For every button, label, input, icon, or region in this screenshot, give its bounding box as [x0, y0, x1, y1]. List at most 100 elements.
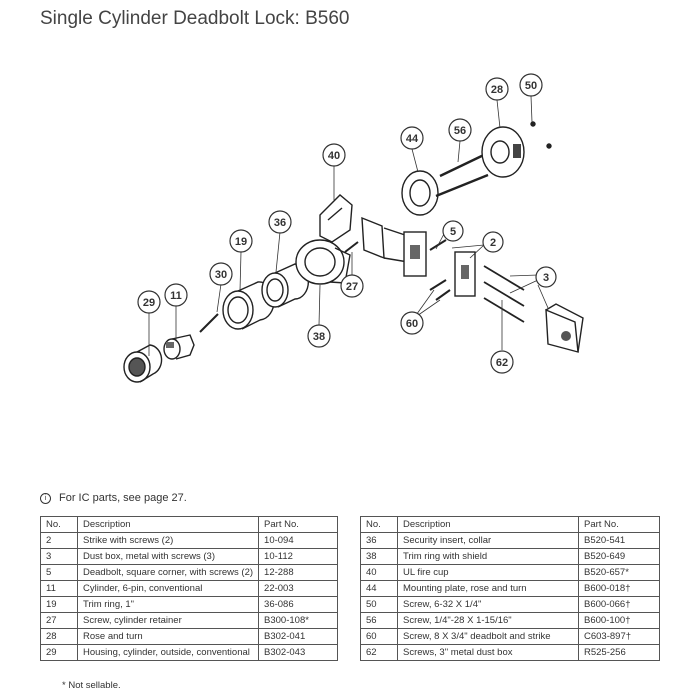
part-screw-60 [429, 279, 447, 291]
svg-text:44: 44 [406, 133, 419, 145]
column-header-part-no: Part No. [578, 516, 660, 533]
cell-description: Mounting plate, rose and turn [397, 580, 579, 597]
cell-no: 29 [40, 644, 78, 661]
cell-no: 36 [360, 532, 398, 549]
cell-no: 5 [40, 564, 78, 581]
svg-text:40: 40 [328, 150, 340, 162]
part-screw-27 [344, 241, 359, 253]
footnote-not-sellable: * Not sellable. [62, 680, 121, 691]
svg-text:56: 56 [454, 125, 466, 137]
cell-description: Dust box, metal with screws (3) [76, 548, 260, 565]
cell-no: 56 [360, 612, 398, 629]
cell-part-no: 10-094 [258, 532, 338, 549]
callout-28: 28 [485, 77, 509, 101]
ic-parts-note: i For IC parts, see page 27. [40, 492, 187, 504]
info-icon: i [40, 492, 51, 504]
svg-text:2: 2 [490, 237, 496, 249]
svg-text:3: 3 [543, 272, 549, 284]
column-header-part-no: Part No. [258, 516, 338, 533]
callout-30: 30 [209, 262, 233, 286]
part-cylinder [163, 334, 195, 360]
cell-no: 27 [40, 612, 78, 629]
cell-no: 19 [40, 596, 78, 613]
callout-50: 50 [519, 73, 543, 97]
cell-description: Security insert, collar [397, 532, 579, 549]
table-header-row: No. Description Part No. [360, 516, 660, 533]
cell-part-no: B302-041 [258, 628, 338, 645]
cell-part-no: B300-108* [258, 612, 338, 629]
svg-text:30: 30 [215, 269, 227, 281]
cell-description: Screw, cylinder retainer [76, 612, 260, 629]
part-fire-cup [319, 194, 353, 243]
cell-description: Housing, cylinder, outside, conventional [76, 644, 260, 661]
cell-description: Screw, 1/4"-28 X 1-15/16" [397, 612, 579, 629]
ic-parts-note-text: For IC parts, see page 27. [59, 492, 187, 504]
callout-56: 56 [448, 118, 472, 142]
svg-text:60: 60 [406, 318, 418, 330]
cell-no: 44 [360, 580, 398, 597]
cell-description: Strike with screws (2) [76, 532, 260, 549]
callout-44: 44 [400, 126, 424, 150]
svg-text:29: 29 [143, 297, 155, 309]
svg-text:50: 50 [525, 80, 537, 92]
callout-3: 3 [535, 266, 557, 288]
cell-description: Screw, 6-32 X 1/4" [397, 596, 579, 613]
cell-no: 62 [360, 644, 398, 661]
part-rose-and-turn [481, 126, 525, 178]
cell-part-no: 10-112 [258, 548, 338, 565]
callout-2: 2 [482, 231, 504, 253]
table-header-row: No. Description Part No. [40, 516, 338, 533]
part-shield-ring [295, 239, 351, 285]
cell-part-no: B520-657* [578, 564, 660, 581]
cell-part-no: 22-003 [258, 580, 338, 597]
callout-11: 11 [164, 283, 188, 307]
svg-text:62: 62 [496, 357, 508, 369]
cell-part-no: B520-541 [578, 532, 660, 549]
part-deadbolt-body [361, 216, 427, 277]
cell-description: Screw, 8 X 3/4" deadbolt and strike [397, 628, 579, 645]
callout-5: 5 [442, 220, 464, 242]
cell-part-no: B600-100† [578, 612, 660, 629]
exploded-parts-diagram: 29 11 30 19 36 40 38 27 44 56 28 50 5 2 … [123, 73, 584, 383]
part-strike [454, 251, 476, 297]
svg-text:28: 28 [491, 84, 503, 96]
column-header-description: Description [397, 516, 579, 533]
cell-part-no: B600-018† [578, 580, 660, 597]
callout-60: 60 [400, 311, 424, 335]
cell-description: Trim ring, 1" [76, 596, 260, 613]
cell-no: 11 [40, 580, 78, 597]
cell-description: Rose and turn [76, 628, 260, 645]
page-title: Single Cylinder Deadbolt Lock: B560 [40, 8, 350, 29]
cell-no: 60 [360, 628, 398, 645]
cell-part-no: 12-288 [258, 564, 338, 581]
cell-part-no: C603-897† [578, 628, 660, 645]
cell-no: 38 [360, 548, 398, 565]
cell-description: Cylinder, 6-pin, conventional [76, 580, 260, 597]
part-screw-50 [530, 121, 536, 127]
callout-19: 19 [229, 229, 253, 253]
column-header-no: No. [40, 516, 78, 533]
column-header-description: Description [76, 516, 260, 533]
part-trim-ring [222, 281, 275, 330]
svg-text:27: 27 [346, 281, 358, 293]
part-screw-62 [483, 265, 525, 291]
cell-no: 2 [40, 532, 78, 549]
callouts: 29 11 30 19 36 40 38 27 44 56 28 50 5 2 … [137, 73, 557, 374]
cell-no: 40 [360, 564, 398, 581]
callout-62: 62 [490, 350, 514, 374]
callout-29: 29 [137, 290, 161, 314]
svg-text:36: 36 [274, 217, 286, 229]
part-screw-30 [199, 313, 219, 333]
